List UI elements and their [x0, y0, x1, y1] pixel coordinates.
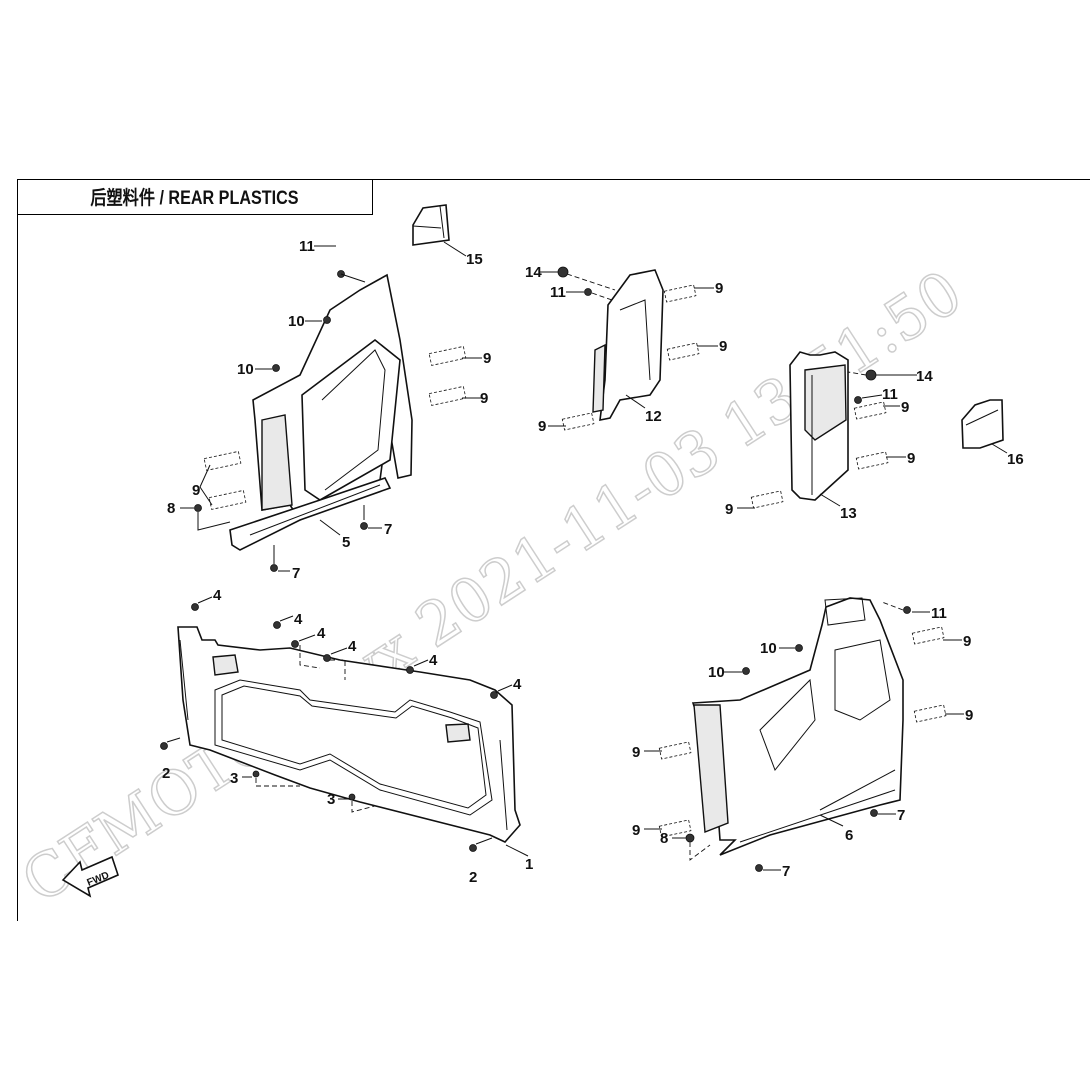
callout-9: 9: [632, 822, 640, 839]
grommet-icon: [557, 266, 569, 278]
callout-11: 11: [550, 284, 566, 301]
bolt-icon: [903, 606, 911, 614]
frame-top-border: [17, 179, 1090, 180]
callout-4: 4: [294, 611, 303, 628]
bolt-icon: [160, 742, 168, 750]
callout-9: 9: [719, 338, 727, 355]
callout-16: 16: [1007, 451, 1024, 468]
callout-15: 15: [466, 251, 483, 268]
callout-4: 4: [429, 652, 438, 669]
callout-7: 7: [292, 565, 300, 582]
bolt-icon: [323, 654, 331, 662]
bolt-icon: [685, 833, 695, 843]
callout-7: 7: [897, 807, 905, 824]
callout-2: 2: [162, 765, 170, 782]
callout-7: 7: [782, 863, 790, 880]
bolt-icon: [191, 603, 199, 611]
part-6-right-side-panel: [691, 597, 904, 856]
callout-6: 6: [845, 827, 853, 844]
bolt-icon: [742, 667, 750, 675]
callout-11: 11: [931, 605, 947, 622]
callout-10: 10: [237, 361, 254, 378]
bolt-icon: [469, 844, 477, 852]
callout-5: 5: [342, 534, 350, 551]
callouts: 15 11 10 10 9 9 9 8 5 7 7 14 11: [162, 238, 1024, 886]
callout-14: 14: [916, 368, 933, 385]
callout-4: 4: [513, 676, 522, 693]
callout-9: 9: [725, 501, 733, 518]
callout-13: 13: [840, 505, 857, 522]
bolt-icon: [490, 691, 498, 699]
part-5-left-side-panel: [229, 273, 413, 551]
callout-9: 9: [632, 744, 640, 761]
callout-9: 9: [965, 707, 973, 724]
bolt-icon: [584, 288, 592, 296]
callout-10: 10: [288, 313, 305, 330]
bolt-icon: [273, 621, 281, 629]
part-5-fasteners: [194, 270, 467, 572]
callout-9: 9: [480, 390, 488, 407]
bolt-icon: [194, 504, 202, 512]
bolt-icon: [755, 864, 763, 872]
callout-10: 10: [760, 640, 777, 657]
callout-4: 4: [317, 625, 326, 642]
bolt-icon: [272, 364, 280, 372]
callout-8: 8: [660, 830, 668, 847]
callout-3: 3: [327, 791, 335, 808]
callout-9: 9: [715, 280, 723, 297]
callout-3: 3: [230, 770, 238, 787]
callout-9: 9: [483, 350, 491, 367]
callout-7: 7: [384, 521, 392, 538]
page-title: 后塑料件 / REAR PLASTICS: [90, 188, 299, 209]
grommet-icon: [865, 369, 877, 381]
callout-4: 4: [348, 638, 357, 655]
callout-1: 1: [525, 856, 533, 873]
callout-9: 9: [901, 399, 909, 416]
part-1-rear-panel: [177, 626, 521, 843]
bolt-icon: [360, 522, 368, 530]
callout-4: 4: [213, 587, 222, 604]
callout-2: 2: [469, 869, 477, 886]
callout-9: 9: [538, 418, 546, 435]
callout-9: 9: [192, 482, 200, 499]
part-1-fasteners: [160, 603, 498, 852]
bolt-icon: [406, 666, 414, 674]
callout-8: 8: [167, 500, 175, 517]
callout-11: 11: [299, 238, 315, 255]
part-16-cap: [961, 399, 1008, 454]
bolt-icon: [291, 640, 299, 648]
callout-9: 9: [963, 633, 971, 650]
frame-left-border: [17, 179, 18, 921]
part-15-cap: [412, 204, 467, 257]
callout-12: 12: [645, 408, 662, 425]
callout-10: 10: [708, 664, 725, 681]
bolt-icon: [795, 644, 803, 652]
bolt-icon: [870, 809, 878, 817]
part-6-fasteners: [658, 601, 947, 872]
callout-9: 9: [907, 450, 915, 467]
clip-icon: [252, 770, 260, 778]
bolt-icon: [323, 316, 331, 324]
bolt-icon: [854, 396, 862, 404]
bolt-icon: [270, 564, 278, 572]
part-13-bracket: [750, 351, 889, 509]
callout-11: 11: [882, 386, 898, 403]
title-box: 后塑料件 / REAR PLASTICS: [17, 179, 373, 215]
clip-icon: [348, 793, 356, 801]
callout-14: 14: [525, 264, 542, 281]
part-12-bracket: [557, 266, 700, 431]
